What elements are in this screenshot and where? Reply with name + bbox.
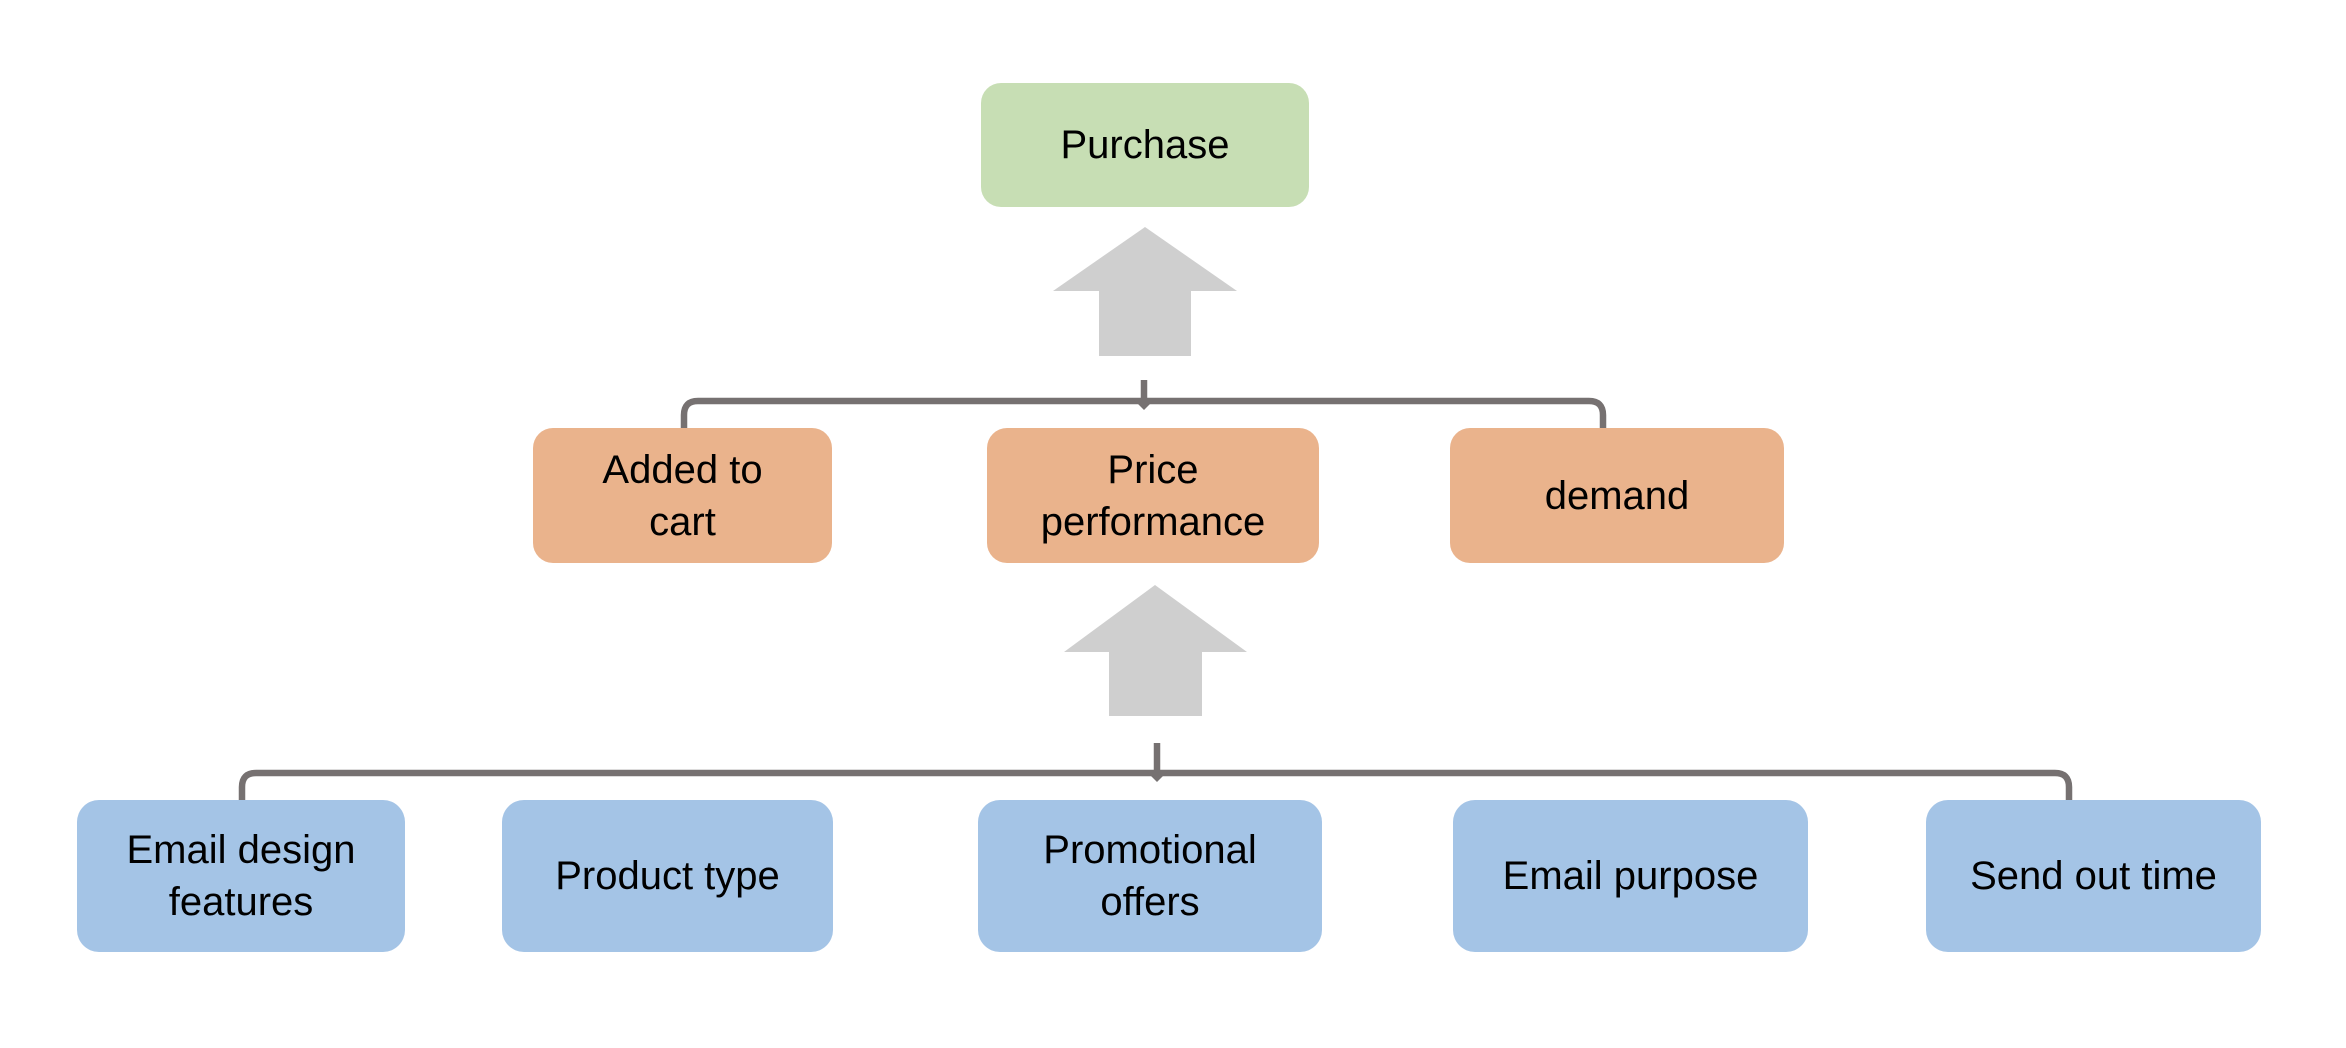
node-promotional-offers: Promotional offers	[978, 800, 1322, 952]
node-label: Promotional offers	[1043, 828, 1257, 924]
stem-flare	[1132, 398, 1156, 410]
up-arrow-icon	[1064, 585, 1247, 716]
node-purchase: Purchase	[981, 83, 1309, 207]
node-send-out-time: Send out time	[1926, 800, 2261, 952]
node-label: Send out time	[1970, 854, 2217, 898]
node-price-performance: Price performance	[987, 428, 1319, 563]
node-added-to-cart: Added to cart	[533, 428, 832, 563]
node-label: Email design features	[126, 828, 356, 924]
node-label: Email purpose	[1502, 854, 1759, 898]
node-label: Product type	[555, 854, 780, 898]
node-product-type: Product type	[502, 800, 833, 952]
node-label: Added to cart	[602, 447, 763, 544]
up-arrow-icon	[1053, 227, 1237, 356]
node-email-purpose: Email purpose	[1453, 800, 1808, 952]
node-email-design-features: Email design features	[77, 800, 405, 952]
node-label: Purchase	[1060, 123, 1230, 167]
stem-flare	[1145, 770, 1169, 782]
node-label: Price performance	[1040, 447, 1266, 544]
node-demand: demand	[1450, 428, 1784, 563]
node-label: demand	[1544, 473, 1690, 518]
